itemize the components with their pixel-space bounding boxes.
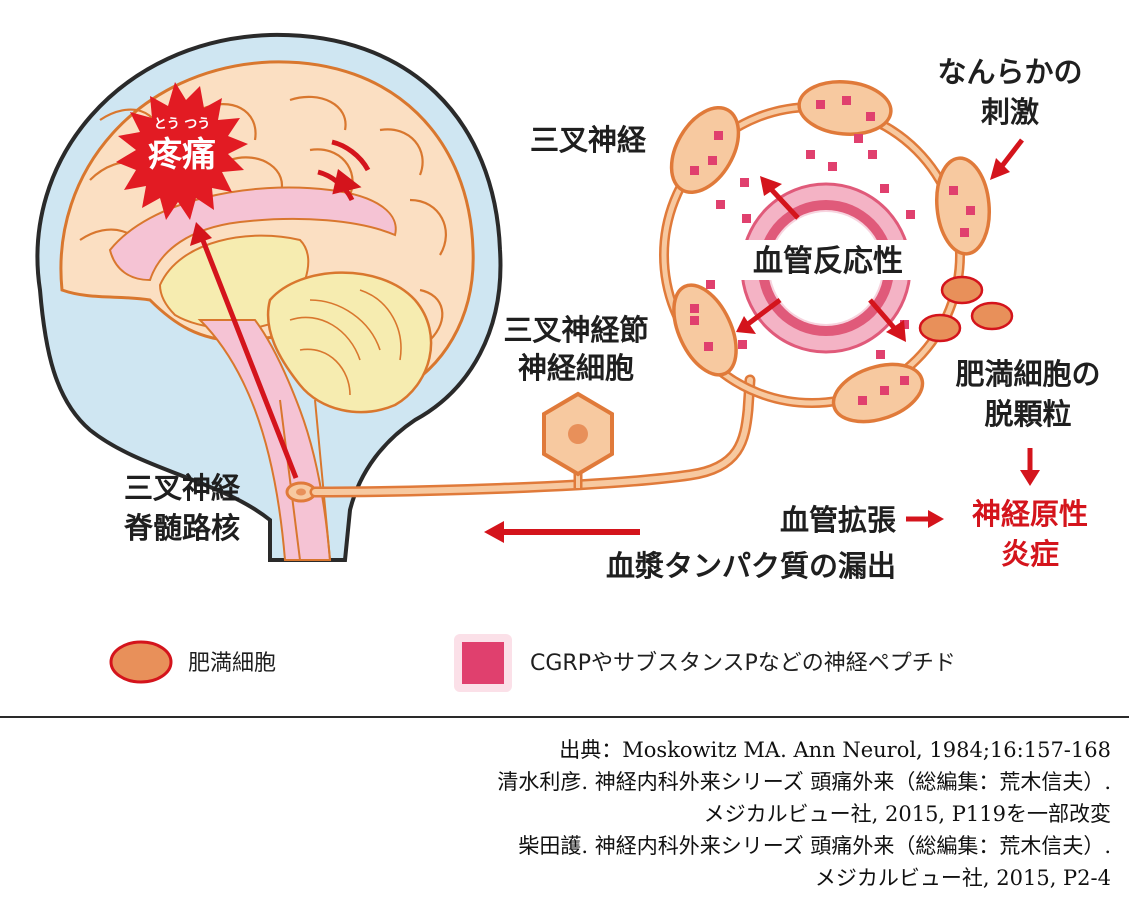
label-vasodilation: 血管拡張 [780,503,897,537]
label-mast-degranulation-2: 脱顆粒 [984,397,1071,431]
legend-peptide-swatch [462,642,504,684]
legend: 肥満細胞 CGRPやサブスタンスPなどの神経ペプチド [109,634,956,692]
cerebellum-folia [289,289,402,396]
stimulus-arrow [990,138,1024,180]
label-inflammation-1: 神経原性 [972,497,1088,531]
perivascular-nerve-ring [659,80,991,424]
pain-pathway-arrows [190,139,371,479]
label-stimulus-1: なんらかの [937,55,1082,89]
vessel-dilation-arrows [736,176,906,342]
brain-illustration: とう つう 疼痛 [35,32,503,562]
label-nucleus-2: 脊髄路核 [123,511,240,545]
label-ganglion-2: 神経細胞 [518,351,634,385]
trigeminal-fiber [309,374,756,498]
citation-block: 出典：Moskowitz MA. Ann Neurol, 1984;16:157… [497,734,1111,894]
label-stimulus-2: 刺激 [981,95,1039,129]
divider [0,716,1129,718]
spinal-canal [279,399,331,561]
pain-ruby: とう つう [154,117,211,132]
vasodilation-arrow [906,510,944,528]
label-vascular-reactivity: 血管反応性 [753,244,903,279]
degranulation-arrow [1020,448,1040,486]
peptides-in-varicosities [690,96,975,405]
legend-mast-cell-swatch [109,640,173,684]
citation-line: 柴田護. 神経内科外来シリーズ 頭痛外来（総編集：荒木信夫）. [518,834,1111,858]
citation-line: 出典：Moskowitz MA. Ann Neurol, 1984;16:157… [559,738,1111,762]
citation-line: 清水利彦. 神経内科外来シリーズ 頭痛外来（総編集：荒木信夫）. [497,770,1111,794]
label-plasma-leak: 血漿タンパク質の漏出 [606,549,896,583]
citation-line: メジカルビュー社, 2015, P2-4 [814,866,1111,890]
pain-label: 疼痛 [148,135,216,175]
cerebellum [266,271,433,414]
legend-peptide-label: CGRPやサブスタンスPなどの神経ペプチド [530,651,956,676]
citation-line: メジカルビュー社, 2015, P119を一部改変 [703,802,1111,826]
label-inflammation-2: 炎症 [1001,537,1059,571]
label-trigeminal-nerve: 三叉神経 [530,123,647,157]
corpus-callosum [108,186,397,282]
label-nucleus-1: 三叉神経 [124,471,241,505]
legend-mast-cell-label: 肥満細胞 [188,651,276,676]
pain-burst: とう つう 疼痛 [116,82,248,220]
vascular-label-bg [736,240,920,280]
mast-cells [918,275,1014,343]
plasma-leak-arrow [484,521,640,543]
label-ganglion-1: 三叉神経節 [503,313,648,347]
label-mast-degranulation-1: 肥満細胞の [955,357,1100,391]
